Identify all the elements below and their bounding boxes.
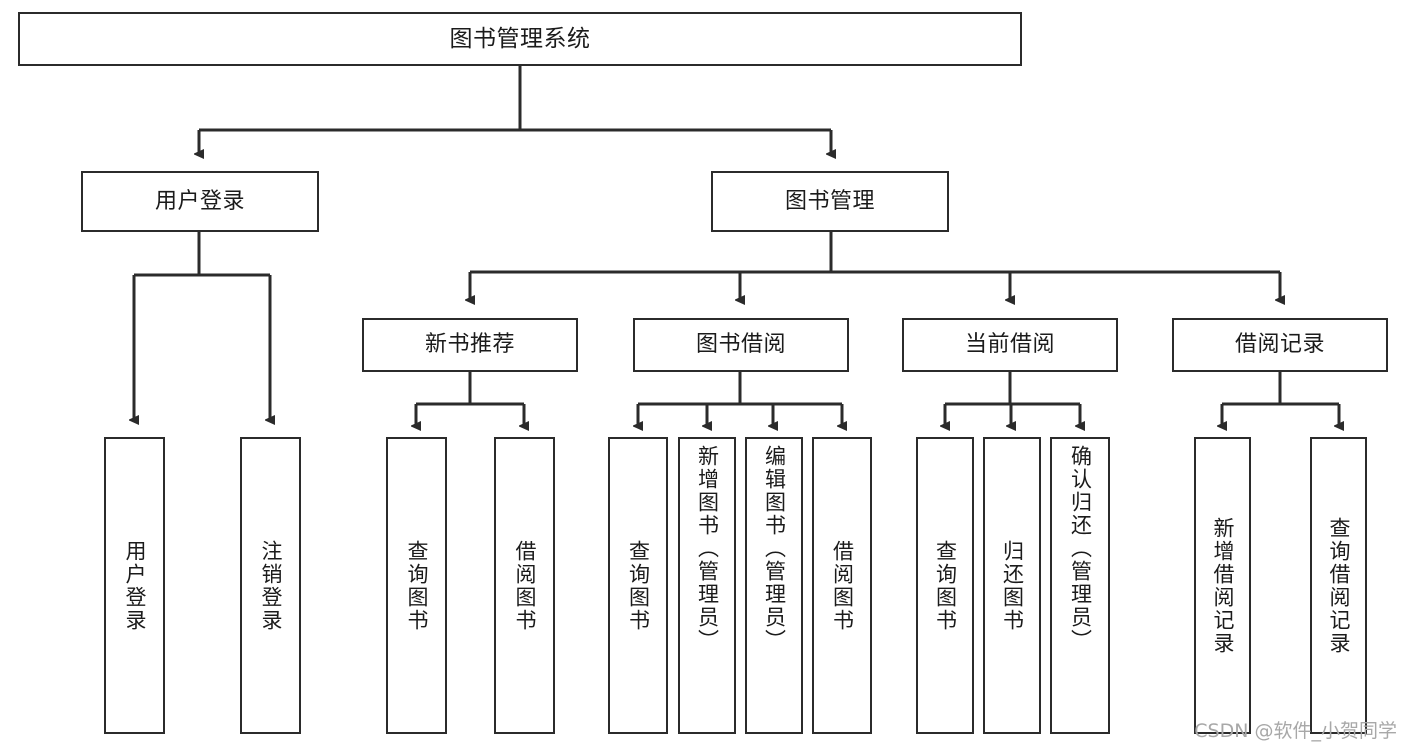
node-book-management[interactable]: 图书管理 bbox=[711, 171, 949, 232]
node-leaf-confirm-return[interactable]: 确认归还（管理员） bbox=[1050, 437, 1110, 734]
node-label: 借阅图书 bbox=[830, 539, 855, 632]
csdn-watermark: CSDN @软件_小贺同学 bbox=[1194, 720, 1397, 742]
node-user-login[interactable]: 用户登录 bbox=[81, 171, 319, 232]
node-label: 图书管理系统 bbox=[449, 25, 591, 52]
node-label: 当前借阅 bbox=[964, 332, 1055, 358]
node-label: 查询借阅记录 bbox=[1327, 516, 1351, 655]
node-leaf-add-book[interactable]: 新增图书（管理员） bbox=[678, 437, 736, 734]
node-label: 编辑图书（管理员） bbox=[762, 445, 787, 652]
node-book-borrow[interactable]: 图书借阅 bbox=[633, 318, 849, 372]
node-leaf-query-book-borrow[interactable]: 查询图书 bbox=[608, 437, 668, 734]
node-leaf-return-book[interactable]: 归还图书 bbox=[983, 437, 1041, 734]
node-label: 查询图书 bbox=[405, 539, 429, 632]
node-label: 查询图书 bbox=[626, 539, 651, 632]
node-leaf-query-book-current[interactable]: 查询图书 bbox=[916, 437, 974, 734]
node-leaf-borrow-book-recommend[interactable]: 借阅图书 bbox=[494, 437, 555, 734]
node-label: 归还图书 bbox=[1000, 539, 1025, 632]
node-leaf-borrow-book[interactable]: 借阅图书 bbox=[812, 437, 872, 734]
node-leaf-edit-book[interactable]: 编辑图书（管理员） bbox=[745, 437, 803, 734]
node-leaf-add-borrow-record[interactable]: 新增借阅记录 bbox=[1194, 437, 1251, 734]
node-label: 注销登录 bbox=[259, 539, 283, 632]
node-label: 借阅图书 bbox=[513, 539, 537, 632]
node-label: 用户登录 bbox=[123, 539, 147, 632]
node-leaf-query-book-recommend[interactable]: 查询图书 bbox=[386, 437, 447, 734]
node-leaf-logout-login[interactable]: 注销登录 bbox=[240, 437, 301, 734]
node-label: 用户登录 bbox=[154, 188, 245, 214]
node-label: 新增借阅记录 bbox=[1211, 516, 1235, 655]
node-label: 确认归还（管理员） bbox=[1068, 445, 1093, 652]
node-book-management-system[interactable]: 图书管理系统 bbox=[18, 12, 1022, 66]
node-label: 借阅记录 bbox=[1234, 332, 1325, 358]
node-label: 查询图书 bbox=[933, 539, 958, 632]
node-leaf-user-login[interactable]: 用户登录 bbox=[104, 437, 165, 734]
node-label: 新书推荐 bbox=[424, 332, 515, 358]
node-label: 图书管理 bbox=[784, 188, 875, 214]
node-borrow-record[interactable]: 借阅记录 bbox=[1172, 318, 1388, 372]
node-leaf-query-borrow-record[interactable]: 查询借阅记录 bbox=[1310, 437, 1367, 734]
node-current-borrow[interactable]: 当前借阅 bbox=[902, 318, 1118, 372]
node-label: 图书借阅 bbox=[695, 332, 786, 358]
node-label: 新增图书（管理员） bbox=[695, 445, 720, 652]
node-new-book-recommend[interactable]: 新书推荐 bbox=[362, 318, 578, 372]
